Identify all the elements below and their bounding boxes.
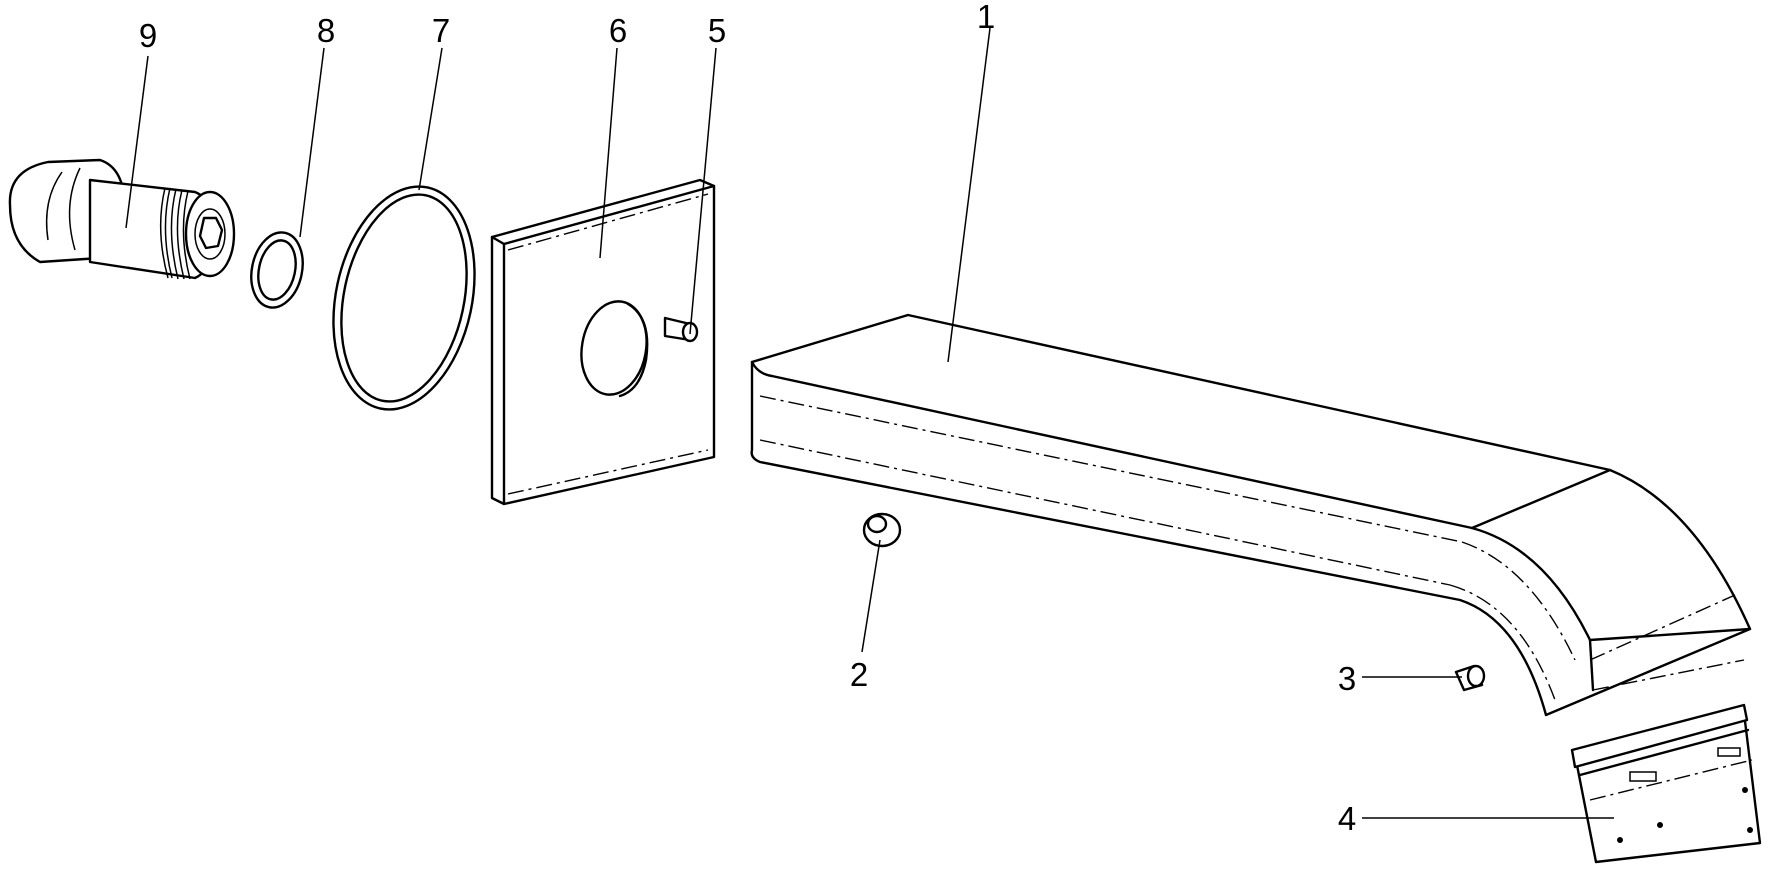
callout-4: 4: [1338, 800, 1356, 837]
part-8-small-oring: [250, 231, 304, 309]
leader-line-1: [947, 27, 991, 363]
part-4-aerator: [1570, 703, 1762, 864]
leader-lines: [125, 27, 1614, 819]
leader-line-8: [299, 47, 325, 238]
part-6-wall-plate: [490, 178, 716, 506]
callout-9: 9: [139, 17, 157, 54]
part-5-pin: [663, 316, 699, 343]
leader-line-5: [689, 47, 717, 335]
callout-2: 2: [850, 656, 868, 693]
part-2-plug: [862, 512, 902, 548]
part-7-large-oring: [332, 185, 476, 411]
callout-3: 3: [1338, 660, 1356, 697]
callout-labels: 1 2 3 4 5 6 7 8 9: [139, 0, 1356, 837]
leader-line-9: [125, 55, 149, 229]
callout-8: 8: [317, 12, 335, 49]
part-1-spout: [750, 313, 1752, 717]
leader-line-7: [418, 47, 443, 191]
callout-1: 1: [977, 0, 995, 35]
leader-line-6: [599, 47, 618, 259]
callout-6: 6: [609, 12, 627, 49]
leader-line-2: [861, 539, 881, 653]
callout-5: 5: [708, 12, 726, 49]
part-9-fitting: [8, 158, 236, 280]
part-3-set-screw: [1454, 664, 1486, 692]
callout-7: 7: [432, 12, 450, 49]
